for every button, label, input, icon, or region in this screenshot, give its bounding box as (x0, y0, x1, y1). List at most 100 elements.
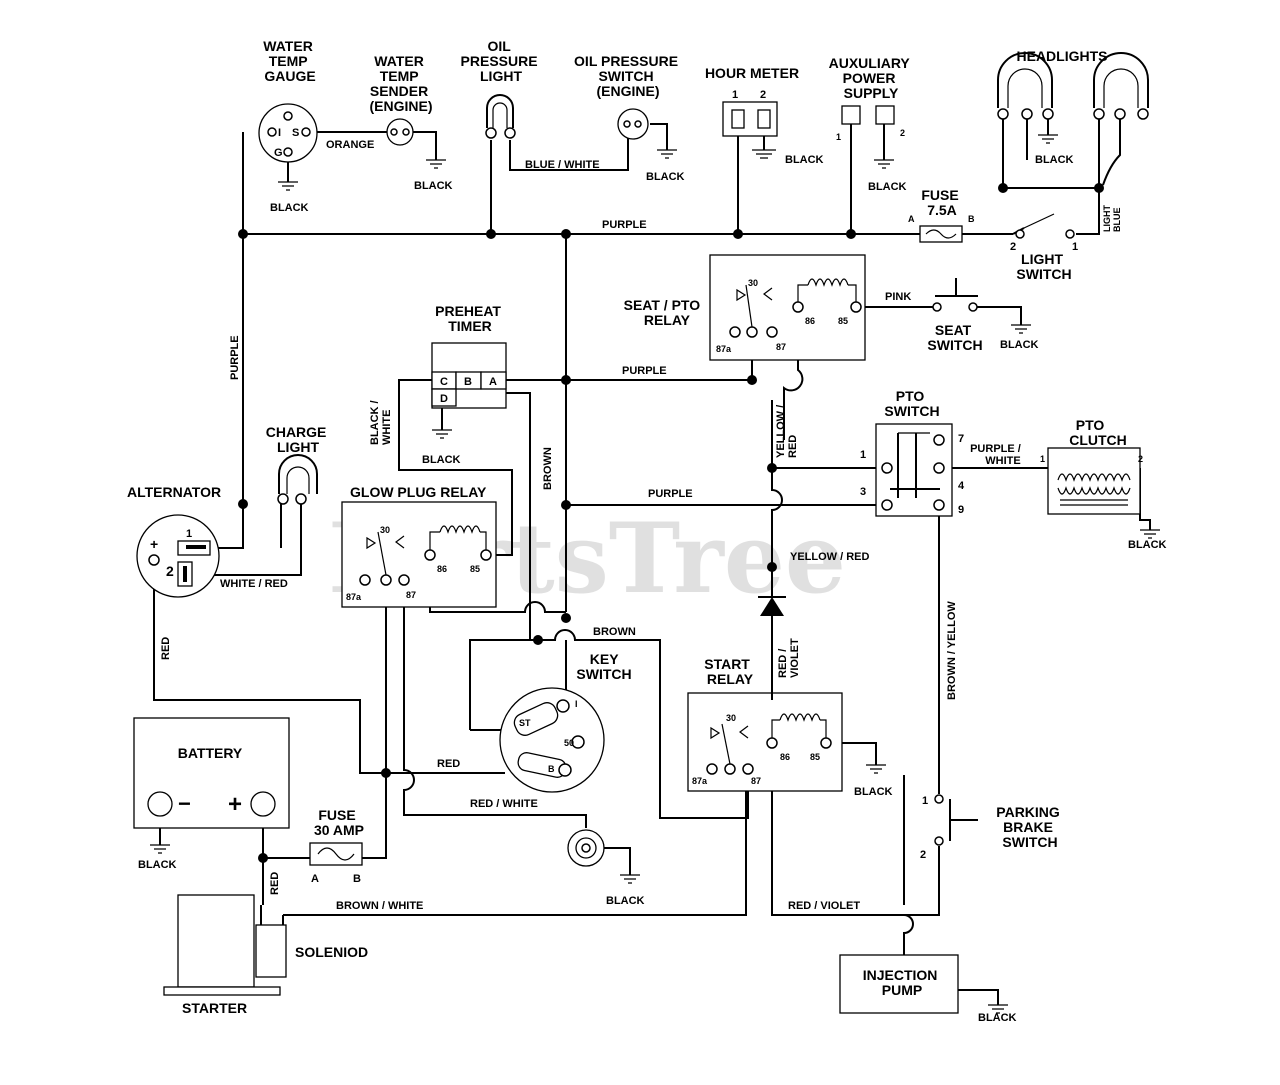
alternator-terminal-1: 1 (186, 528, 192, 540)
water-temp-sender (386, 118, 414, 146)
junction-dots (238, 183, 1104, 863)
oil-pressure-switch-label: OIL PRESSURE SWITCH (ENGINE) (574, 53, 682, 99)
pto-terminal-7: 7 (958, 433, 964, 445)
start-relay-terminal-87: 87 (751, 776, 761, 786)
seat-relay-terminal-86: 86 (805, 316, 815, 326)
hour-meter (722, 101, 778, 137)
wire-label-purple-white: PURPLE / WHITE (970, 443, 1024, 467)
preheat-timer (431, 342, 507, 409)
headlight-left (997, 52, 1054, 120)
seat-switch-label: SEAT SWITCH (927, 322, 982, 353)
charge-light-label: CHARGE LIGHT (266, 424, 331, 455)
alternator-terminal-plus: + (150, 536, 158, 552)
glow-plug-relay-label: GLOW PLUG RELAY (350, 484, 487, 500)
glow-relay-terminal-30: 30 (380, 525, 390, 535)
pto-terminal-9: 9 (958, 504, 964, 516)
wire-label-orange: ORANGE (326, 139, 374, 151)
pto-terminal-1: 1 (860, 449, 866, 461)
fuse-30-terminal-a: A (311, 873, 319, 885)
oil-pressure-light (485, 94, 516, 139)
light-switch-terminal-1: 1 (1072, 241, 1078, 253)
fuse-7-5a-terminal-b: B (968, 214, 975, 224)
start-relay-label: START RELAY (704, 656, 754, 687)
wire-label-yellow-red: YELLOW / RED (790, 551, 870, 563)
starter (163, 894, 287, 996)
start-relay-terminal-85: 85 (810, 752, 820, 762)
pto-switch-label: PTO SWITCH (884, 388, 939, 419)
key-terminal-50: 50 (564, 738, 574, 748)
ground-symbols (150, 134, 1160, 1014)
wire-label-black: BLACK (270, 202, 309, 214)
wire-label-black: BLACK (978, 1012, 1017, 1024)
alternator-label: ALTERNATOR (127, 484, 221, 500)
light-switch-label: LIGHT SWITCH (1016, 251, 1071, 282)
wire-label-black: BLACK (1035, 154, 1074, 166)
seat-pto-relay (709, 254, 866, 361)
glow-plug-relay (341, 501, 497, 608)
wire-label-red: RED (269, 872, 281, 895)
battery-terminal-plus: + (228, 791, 242, 818)
seat-relay-terminal-85: 85 (838, 316, 848, 326)
hour-meter-label: HOUR METER (705, 65, 799, 81)
wire-label-black: BLACK (414, 180, 453, 192)
seat-pto-relay-label: SEAT / PTO RELAY (624, 297, 704, 328)
wire-label-black: BLACK (854, 786, 893, 798)
hour-meter-terminal-1: 1 (732, 89, 738, 101)
preheat-terminal-c: C (440, 376, 448, 388)
fuse-30-amp-label: FUSE 30 AMP (314, 807, 364, 838)
wire-label-red: RED (437, 758, 460, 770)
wire-label-white-red: WHITE / RED (220, 578, 288, 590)
aux-power-supply-label: AUXULIARY POWER SUPPLY (829, 55, 914, 101)
headlight-right (1093, 52, 1149, 120)
starter-label: STARTER (182, 1000, 247, 1016)
pto-clutch (1047, 447, 1141, 515)
headlights-label: HEADLIGHTS (1017, 48, 1108, 64)
wire-label-yellow-red-vertical: YELLOW / RED (775, 402, 799, 458)
parking-brake-switch (934, 794, 978, 846)
wire-label-black: BLACK (646, 171, 685, 183)
preheat-terminal-a: A (489, 376, 497, 388)
start-relay-terminal-30: 30 (726, 713, 736, 723)
key-switch (499, 687, 605, 793)
fuse-30-terminal-b: B (353, 873, 361, 885)
fuse-7-5a (919, 225, 963, 243)
fuse-7-5a-terminal-a: A (908, 214, 915, 224)
oil-pressure-light-label: OIL PRESSURE LIGHT (461, 38, 542, 84)
gauge-terminal-i: I (278, 127, 281, 139)
diode (758, 596, 786, 700)
glow-relay-terminal-85: 85 (470, 564, 480, 574)
wire-label-pink: PINK (885, 291, 911, 303)
seat-switch (932, 278, 978, 312)
hour-meter-terminal-2: 2 (760, 89, 766, 101)
start-relay (687, 692, 843, 792)
wire-label-red-white: RED / WHITE (470, 798, 538, 810)
pto-terminal-3: 3 (860, 486, 866, 498)
alternator-terminal-2: 2 (166, 563, 174, 579)
fuse-30-amp (309, 842, 363, 866)
wire-label-purple: PURPLE (622, 365, 667, 377)
pto-clutch-label: PTO CLUTCH (1069, 417, 1127, 448)
light-switch-terminal-2: 2 (1010, 241, 1016, 253)
parking-brake-terminal-2: 2 (920, 849, 926, 861)
seat-relay-terminal-87: 87 (776, 342, 786, 352)
water-temp-gauge: I S G (258, 103, 318, 163)
key-switch-light (567, 829, 605, 867)
wire-labels: BLACK ORANGE BLACK BLUE / WHITE BLACK BL… (138, 139, 1167, 1024)
wire-label-light-blue: LIGHT BLUE (1102, 202, 1122, 232)
wire-label-black: BLACK (1128, 539, 1167, 551)
water-temp-sender-label: WATER TEMP SENDER (ENGINE) (370, 53, 433, 114)
pto-terminal-4: 4 (958, 480, 965, 492)
fuse-7-5a-label: FUSE 7.5A (921, 187, 962, 218)
charge-light (277, 454, 318, 505)
preheat-timer-label: PREHEAT TIMER (435, 303, 505, 334)
injection-pump (839, 954, 959, 1014)
pto-clutch-terminal-1: 1 (1040, 454, 1045, 464)
aux-power-supply (841, 105, 895, 125)
pto-switch (875, 423, 953, 517)
preheat-terminal-b: B (464, 376, 472, 388)
gauge-terminal-g: G (274, 147, 283, 159)
glow-relay-terminal-86: 86 (437, 564, 447, 574)
wire-label-black: BLACK (785, 154, 824, 166)
pto-clutch-terminal-2: 2 (1138, 454, 1143, 464)
wire-label-black: BLACK (868, 181, 907, 193)
